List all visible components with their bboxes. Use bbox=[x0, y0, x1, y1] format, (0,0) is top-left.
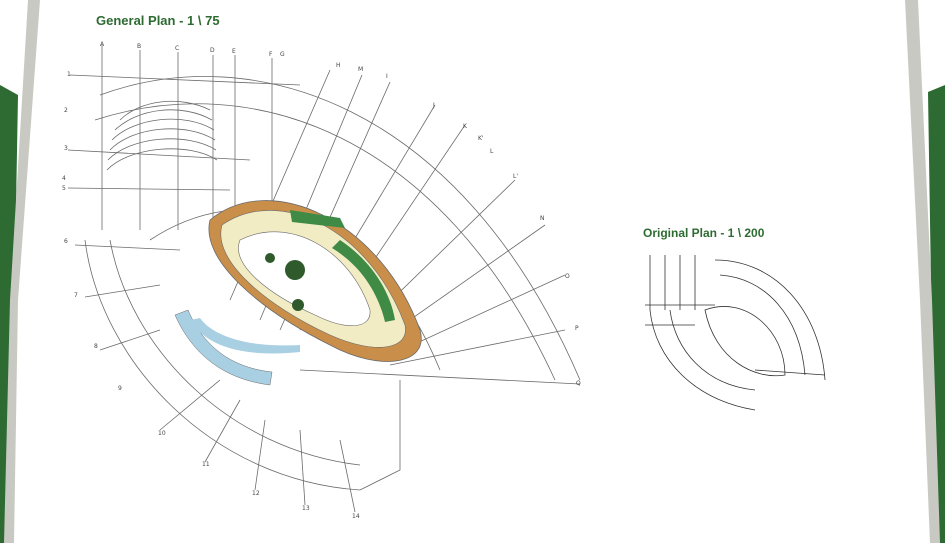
svg-text:10: 10 bbox=[158, 430, 166, 437]
svg-text:F: F bbox=[269, 51, 273, 58]
blue-ramp-2 bbox=[190, 318, 300, 354]
original-plan-drawing bbox=[645, 255, 826, 411]
svg-text:14: 14 bbox=[352, 513, 360, 520]
svg-text:H: H bbox=[336, 62, 341, 69]
original-plan-title: Original Plan - 1 \ 200 bbox=[643, 226, 765, 240]
svg-text:6: 6 bbox=[64, 238, 68, 245]
svg-text:2: 2 bbox=[64, 107, 68, 114]
orig-core bbox=[704, 306, 786, 377]
svg-text:A: A bbox=[100, 41, 105, 48]
tree-2 bbox=[265, 253, 275, 263]
svg-text:3: 3 bbox=[64, 145, 68, 152]
svg-text:I: I bbox=[386, 73, 388, 80]
svg-text:13: 13 bbox=[302, 505, 310, 512]
svg-text:O: O bbox=[565, 273, 570, 280]
svg-text:Q: Q bbox=[576, 380, 581, 387]
left-gray-band bbox=[4, 0, 40, 543]
svg-text:C: C bbox=[175, 45, 179, 52]
svg-text:8: 8 bbox=[94, 343, 98, 350]
svg-text:4: 4 bbox=[62, 175, 66, 182]
svg-text:K': K' bbox=[478, 135, 484, 142]
south-wall-arc bbox=[84, 239, 361, 491]
svg-text:L': L' bbox=[513, 173, 518, 180]
svg-text:J: J bbox=[432, 102, 435, 109]
right-green-band bbox=[928, 85, 945, 543]
orig-outer-arc bbox=[714, 259, 826, 381]
svg-text:5: 5 bbox=[62, 185, 66, 192]
svg-text:M: M bbox=[358, 66, 363, 73]
right-gray-band bbox=[905, 0, 940, 543]
general-plan-title: General Plan - 1 \ 75 bbox=[96, 13, 220, 28]
svg-text:K: K bbox=[463, 123, 468, 130]
svg-text:P: P bbox=[575, 325, 579, 332]
orig-inner-arc bbox=[719, 274, 806, 376]
svg-text:11: 11 bbox=[202, 461, 210, 468]
blue-ramp bbox=[174, 309, 273, 386]
svg-text:B: B bbox=[137, 43, 141, 50]
tree-3 bbox=[292, 299, 304, 311]
tree-1 bbox=[285, 260, 305, 280]
svg-text:L: L bbox=[490, 148, 494, 155]
svg-text:N: N bbox=[540, 215, 545, 222]
south-wall-arc-2 bbox=[109, 239, 361, 466]
svg-text:D: D bbox=[210, 47, 215, 54]
outer-wall-arc-2 bbox=[94, 103, 556, 381]
svg-text:1: 1 bbox=[67, 71, 71, 78]
svg-text:7: 7 bbox=[74, 292, 78, 299]
svg-text:9: 9 bbox=[118, 385, 122, 392]
orig-south-arc bbox=[649, 309, 756, 411]
south-wing-edge bbox=[359, 380, 401, 491]
atrium-green-strip bbox=[332, 240, 395, 322]
svg-text:G: G bbox=[280, 51, 285, 58]
orig-south-arc-2 bbox=[669, 309, 756, 391]
svg-text:12: 12 bbox=[252, 490, 260, 497]
svg-text:E: E bbox=[232, 48, 236, 55]
atrium-green-top bbox=[290, 210, 345, 228]
left-green-band bbox=[0, 85, 18, 543]
